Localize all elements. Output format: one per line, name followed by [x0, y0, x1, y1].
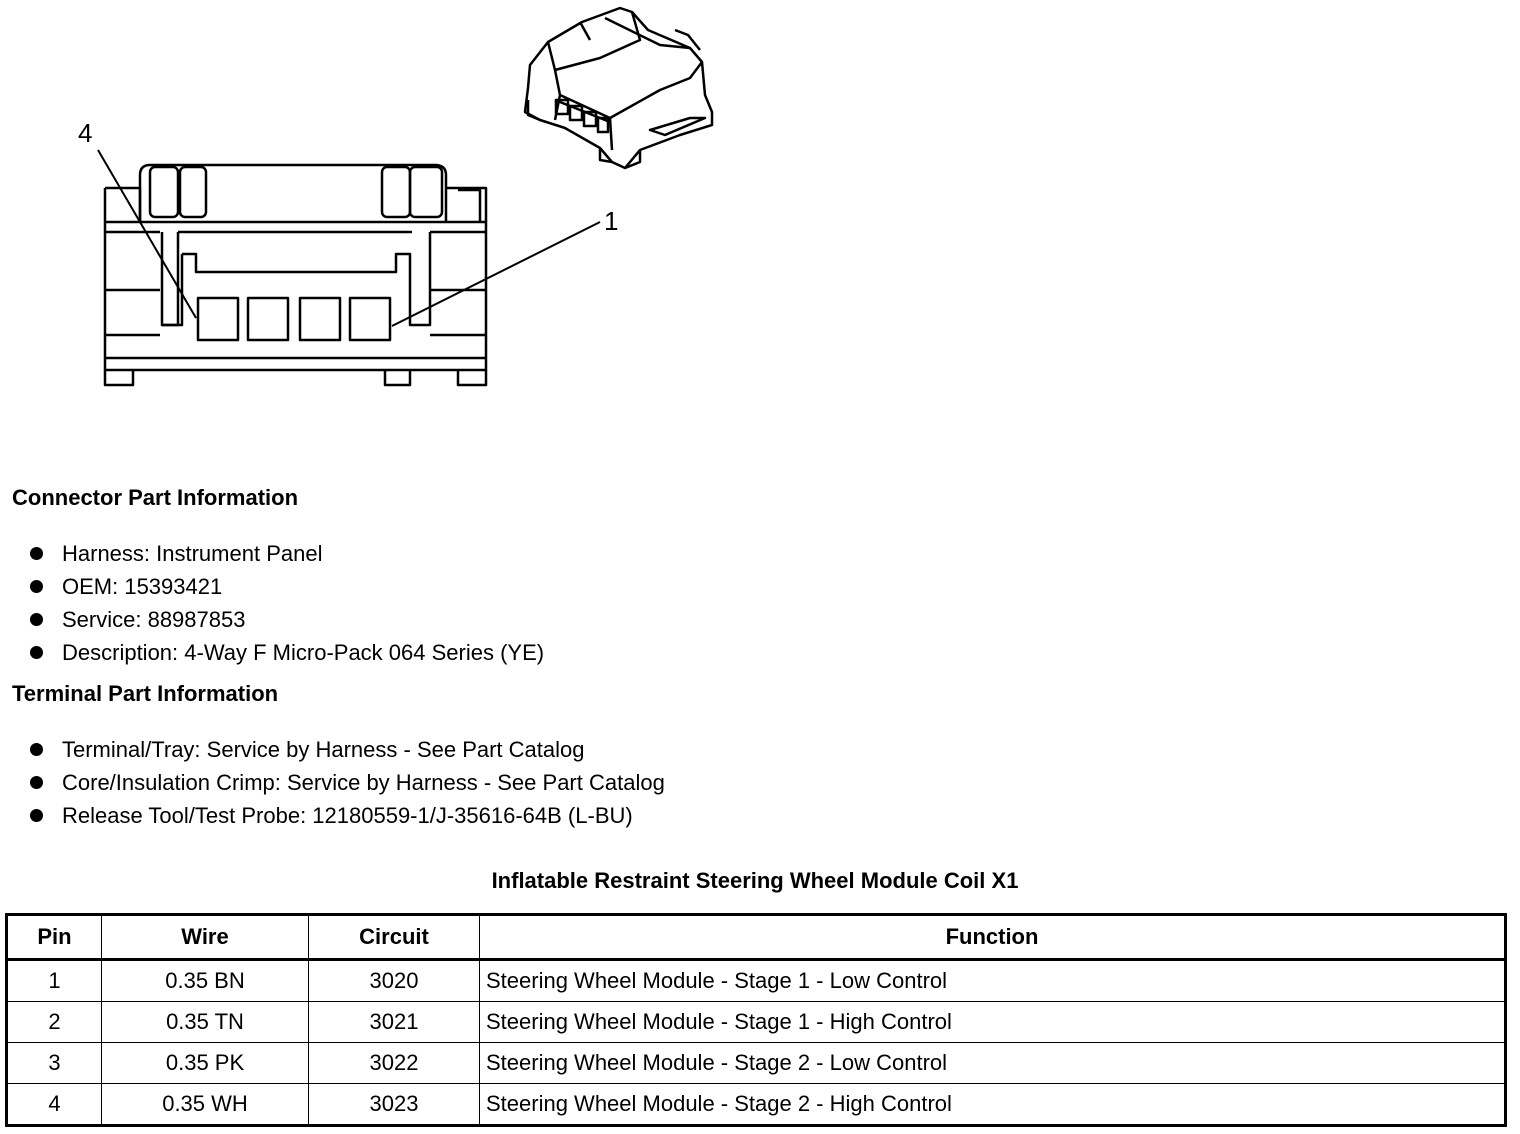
connector-diagram: 4 1 — [78, 6, 714, 387]
cell-circuit: 3021 — [308, 1001, 480, 1043]
list-item: Description: 4-Way F Micro-Pack 064 Seri… — [30, 636, 544, 669]
cell-function: Steering Wheel Module - Stage 2 - Low Co… — [479, 1042, 1506, 1084]
bullet-icon — [30, 646, 43, 659]
table-row: 2 0.35 TN 3021 Steering Wheel Module - S… — [6, 1001, 1506, 1043]
list-item: Service: 88987853 — [30, 603, 544, 636]
list-item: OEM: 15393421 — [30, 570, 544, 603]
table-row: 3 0.35 PK 3022 Steering Wheel Module - S… — [6, 1042, 1506, 1084]
table-row: 4 0.35 WH 3023 Steering Wheel Module - S… — [6, 1083, 1506, 1126]
column-header-wire: Wire — [101, 914, 309, 960]
cell-function: Steering Wheel Module - Stage 2 - High C… — [479, 1083, 1506, 1126]
cell-function: Steering Wheel Module - Stage 1 - High C… — [479, 1001, 1506, 1043]
bullet-icon — [30, 743, 43, 756]
column-header-pin: Pin — [6, 914, 102, 960]
cell-function: Steering Wheel Module - Stage 1 - Low Co… — [479, 959, 1506, 1002]
list-item: Harness: Instrument Panel — [30, 537, 544, 570]
connector-isometric-view — [523, 6, 714, 170]
bullet-icon — [30, 809, 43, 822]
column-header-function: Function — [479, 914, 1506, 960]
callout-4-leader — [97, 149, 197, 319]
cell-pin: 1 — [6, 959, 102, 1002]
cell-circuit: 3023 — [308, 1083, 480, 1126]
bullet-icon — [30, 776, 43, 789]
pinout-table: Pin Wire Circuit Function 1 0.35 BN 3020… — [5, 913, 1507, 1127]
list-item: Terminal/Tray: Service by Harness - See … — [30, 733, 665, 766]
table-row: 1 0.35 BN 3020 Steering Wheel Module - S… — [6, 959, 1506, 1002]
cell-wire: 0.35 WH — [101, 1083, 309, 1126]
column-header-circuit: Circuit — [308, 914, 480, 960]
callout-4-label: 4 — [78, 118, 92, 148]
bullet-icon — [30, 547, 43, 560]
list-item: Release Tool/Test Probe: 12180559-1/J-35… — [30, 799, 665, 832]
cell-circuit: 3022 — [308, 1042, 480, 1084]
cell-wire: 0.35 BN — [101, 959, 309, 1002]
list-item: Core/Insulation Crimp: Service by Harnes… — [30, 766, 665, 799]
callout-1-label: 1 — [604, 206, 618, 236]
cell-pin: 3 — [6, 1042, 102, 1084]
terminal-info-list: Terminal/Tray: Service by Harness - See … — [30, 733, 665, 832]
bullet-icon — [30, 580, 43, 593]
callout-1-leader — [391, 221, 601, 327]
cell-pin: 4 — [6, 1083, 102, 1126]
connector-info-list: Harness: Instrument Panel OEM: 15393421 … — [30, 537, 544, 669]
connector-front-view — [103, 163, 488, 387]
cell-circuit: 3020 — [308, 959, 480, 1002]
table-header-row: Pin Wire Circuit Function — [6, 914, 1506, 960]
cell-wire: 0.35 TN — [101, 1001, 309, 1043]
connector-info-heading: Connector Part Information — [12, 485, 299, 510]
bullet-icon — [30, 613, 43, 626]
cell-wire: 0.35 PK — [101, 1042, 309, 1084]
terminal-info-heading: Terminal Part Information — [12, 681, 279, 706]
table-title: Inflatable Restraint Steering Wheel Modu… — [491, 868, 1019, 893]
cell-pin: 2 — [6, 1001, 102, 1043]
